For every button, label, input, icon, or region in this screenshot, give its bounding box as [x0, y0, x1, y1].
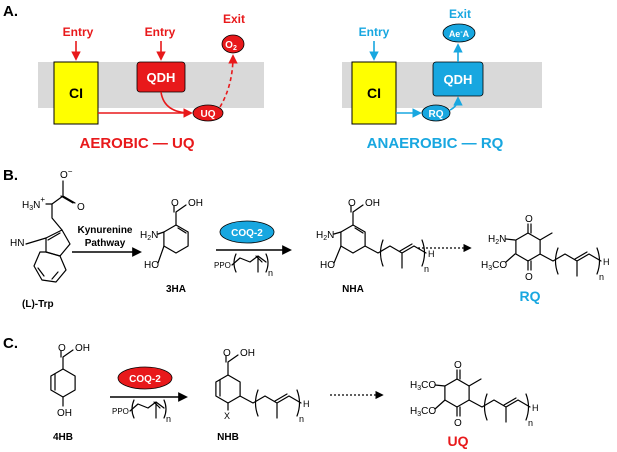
aerobic-caption: AEROBIC — UQ: [79, 135, 194, 152]
panel-a-label: A.: [3, 3, 18, 20]
aerobic-uq-label: UQ: [201, 109, 216, 120]
prenyl-donor-b: PPO n: [214, 253, 273, 278]
anaerobic-ci-label: CI: [367, 85, 381, 101]
4hb-o: O: [58, 343, 66, 354]
3ha-oh: OH: [188, 198, 203, 209]
panel-c-label: C.: [3, 335, 18, 352]
coq2-enzyme-red-label: COQ-2: [129, 374, 161, 385]
nha-structure: O OH H2N HO H n NHA: [316, 198, 435, 295]
coq2-enzyme-blue: [219, 220, 275, 244]
kynurenine-label-1: Kynurenine: [77, 225, 132, 236]
ppo-b: PPO: [214, 261, 231, 270]
anaerobic-qdh-label: QDH: [444, 72, 473, 87]
trp-o-minus: O−: [60, 167, 73, 181]
nha-h2n: H2N: [316, 230, 334, 242]
nha-n: n: [424, 264, 429, 274]
n-c1: n: [166, 414, 171, 424]
uq-label: UQ: [448, 433, 469, 449]
uq-h3co-2: H3CO: [410, 406, 436, 418]
trp-amino: H3N+: [22, 195, 45, 212]
rq-label: RQ: [520, 288, 541, 304]
nhb-structure: O OH X H n NHB: [215, 348, 310, 443]
anaerobic-rq-to-qdh-arrow: [449, 96, 463, 111]
trp-hn: HN: [10, 238, 24, 249]
4hb-oh-top: OH: [75, 343, 90, 354]
4hb-oh: OH: [57, 408, 72, 419]
nha-oh: OH: [365, 198, 380, 209]
nhb-o: O: [223, 348, 231, 359]
aerobic-exit: Exit: [223, 12, 245, 26]
uq-o-top: O: [454, 360, 462, 371]
4hb-label: 4HB: [53, 432, 73, 443]
aerobic-qdh-label: QDH: [147, 70, 176, 85]
anaerobic-caption: ANAEROBIC — RQ: [367, 135, 504, 152]
uq-o-bot: O: [454, 418, 462, 429]
uq-h3co-1: H3CO: [410, 380, 436, 392]
rq-o-bot: O: [525, 272, 533, 283]
anaerobic-ci-box: [351, 61, 397, 125]
coq2-enzyme-blue-label: COQ-2: [231, 228, 263, 239]
rq-h2n: H2N: [488, 234, 506, 246]
panel-b-label: B.: [3, 167, 18, 184]
prenyl-donor-c: PPO n: [112, 399, 171, 424]
anaerobic-rq-label: RQ: [429, 109, 444, 120]
uq-n: n: [528, 418, 533, 428]
nha-ho: HO: [320, 260, 335, 271]
nhb-n: n: [299, 414, 304, 424]
anaerobic-acceptor-node: [442, 23, 476, 43]
rq-structure: O O H2N H3CO H n RQ: [481, 214, 610, 304]
trp-label: (L)-Trp: [22, 299, 54, 310]
anaerobic-acceptor-label: Ae-A: [449, 29, 470, 39]
aerobic-o2-node: [221, 34, 245, 54]
n-b1: n: [268, 268, 273, 278]
nhb-oh: OH: [240, 348, 255, 359]
aerobic-entry-right: Entry: [145, 25, 176, 39]
aerobic-o2-label: O2: [225, 40, 237, 52]
3ha-structure: O OH H2N HO 3HA: [140, 198, 203, 295]
coq2-enzyme-red: [117, 366, 173, 390]
rq-h: H: [603, 257, 610, 267]
rq-h3co: H3CO: [481, 260, 507, 272]
aerobic-uq-node: [192, 104, 224, 122]
aerobic-ci-box: [53, 61, 99, 125]
nha-label: NHA: [342, 284, 364, 295]
anaerobic-entry: Entry: [359, 25, 390, 39]
4hb-structure: O OH OH 4HB: [50, 343, 90, 443]
nha-o: O: [348, 198, 356, 209]
rq-o-top: O: [525, 214, 533, 225]
3ha-ho: HO: [144, 260, 159, 271]
rq-n: n: [599, 272, 604, 282]
anaerobic-exit: Exit: [449, 7, 471, 21]
anaerobic-diagram: CI QDH RQ Ae-A Entry Exit ANAEROBIC — RQ: [342, 7, 542, 152]
nhb-h: H: [303, 399, 310, 409]
anaerobic-rq-node: [421, 104, 451, 122]
kynurenine-label-2: Pathway: [85, 238, 126, 249]
3ha-h2n: H2N: [140, 230, 158, 242]
ppo-c: PPO: [112, 407, 129, 416]
3ha-label: 3HA: [166, 284, 186, 295]
aerobic-ci-label: CI: [69, 85, 83, 101]
trp-carbonyl-o: O: [77, 202, 85, 213]
nhb-label: NHB: [217, 432, 239, 443]
aerobic-qdh-to-uq-arrow: [160, 91, 192, 114]
aerobic-diagram: CI QDH UQ O2 Entry Entry Exit AEROBIC — …: [38, 12, 264, 152]
uq-structure: O O H3CO H3CO H n UQ: [410, 360, 539, 449]
nha-h: H: [428, 249, 435, 259]
nhb-x: X: [224, 411, 230, 421]
uq-h: H: [532, 403, 539, 413]
aerobic-entry-left: Entry: [63, 25, 94, 39]
3ha-o: O: [171, 198, 179, 209]
tryptophan-structure: O− O H3N+ HN (L)-Trp: [10, 167, 85, 310]
